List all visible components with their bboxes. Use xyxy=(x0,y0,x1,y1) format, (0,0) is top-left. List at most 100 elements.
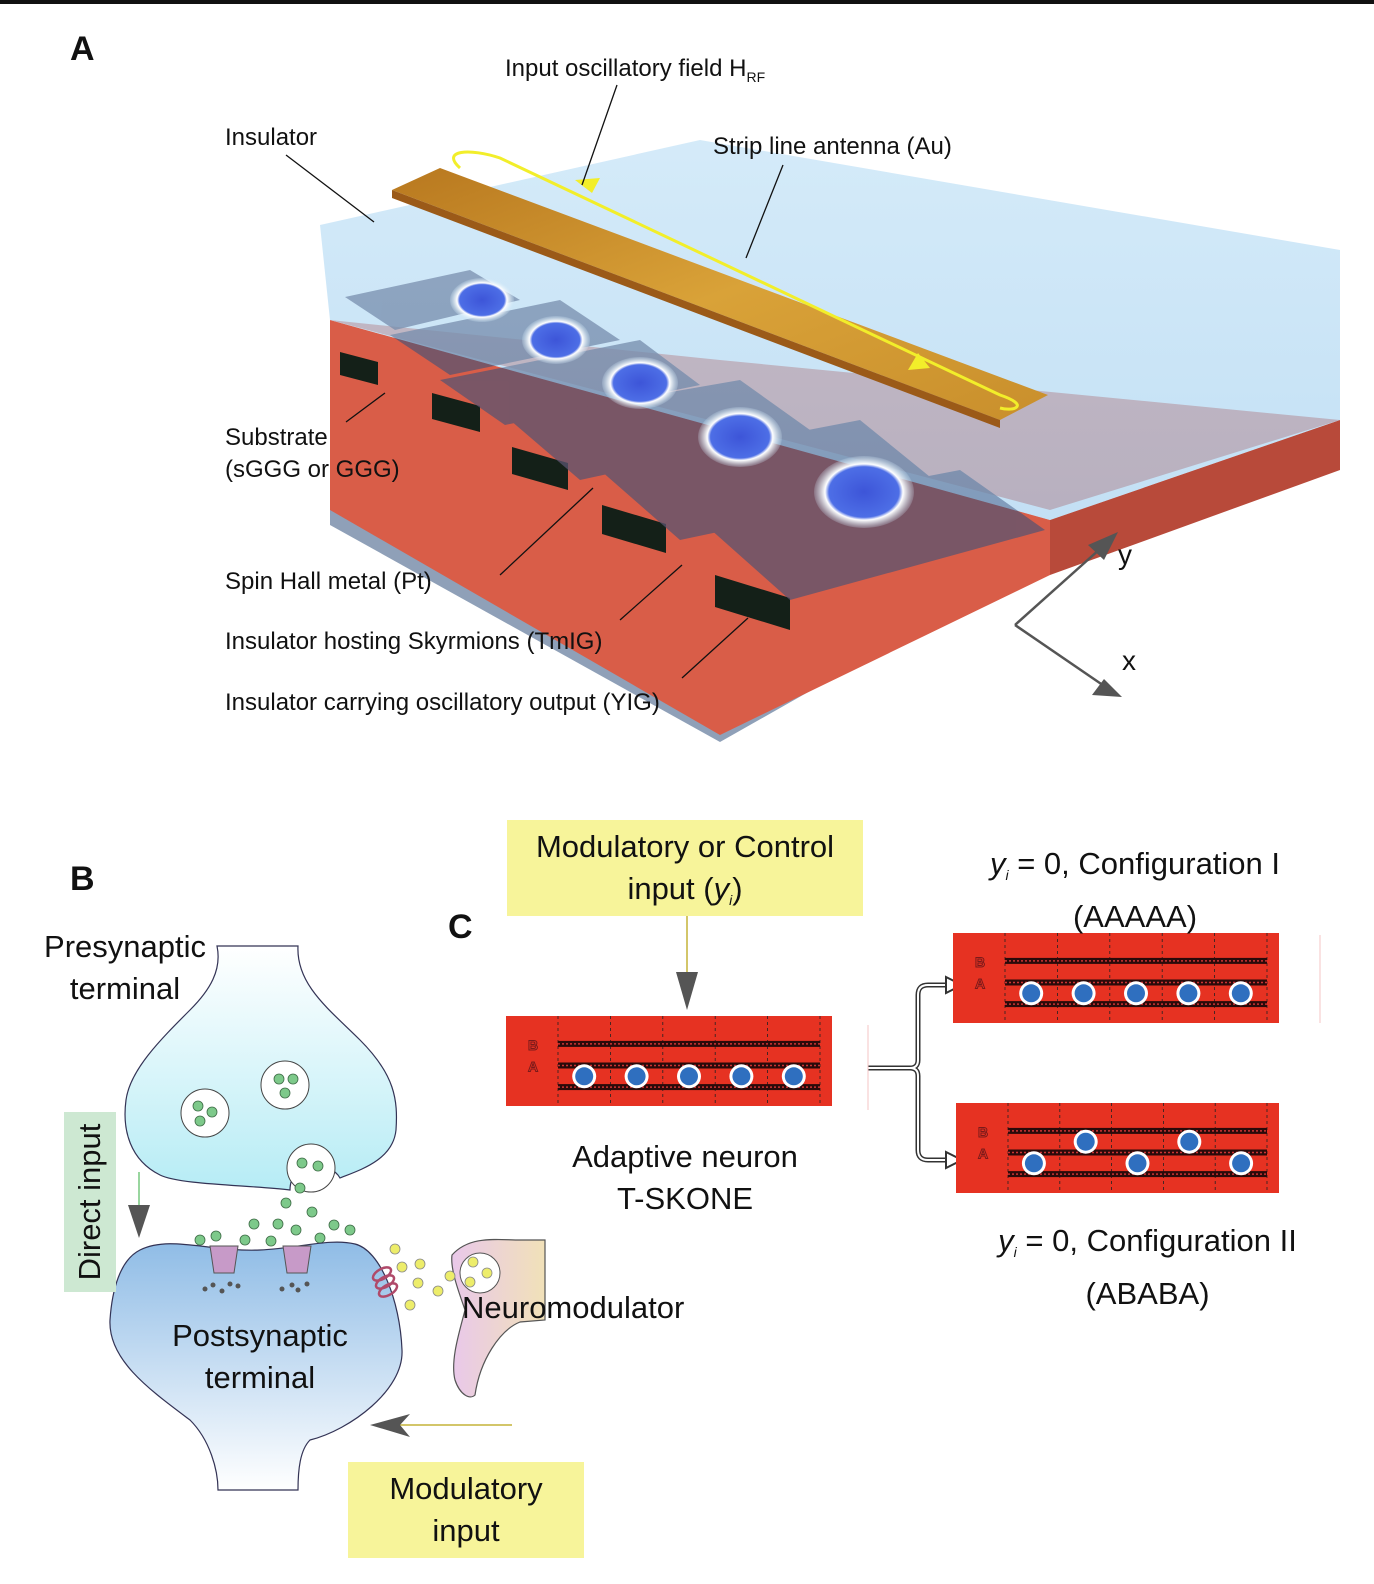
branch-connector-inner xyxy=(868,984,950,1161)
label-antenna: Strip line antenna (Au) xyxy=(713,133,952,160)
track-label-b: B xyxy=(975,954,985,970)
skyrmion xyxy=(814,456,914,528)
skyrmion xyxy=(1180,1132,1199,1151)
skyrmion xyxy=(627,1067,646,1086)
label-tmig: Insulator hosting Skyrmions (TmIG) xyxy=(225,628,603,655)
skyrmion xyxy=(680,1067,698,1086)
label-spin-hall: Spin Hall metal (Pt) xyxy=(225,568,432,595)
track-rail xyxy=(558,1040,820,1047)
label-config2: yi = 0, Configuration II (ABABA) xyxy=(960,1220,1335,1315)
panel-label-a: A xyxy=(70,30,95,68)
label-input-field: Input oscillatory field HRF xyxy=(505,55,766,85)
label-config1: yi = 0, Configuration I (AAAAA) xyxy=(960,843,1310,938)
receptors xyxy=(209,1245,312,1274)
hrf-arrowhead-icon xyxy=(575,178,600,193)
label-substrate-material: (sGGG or GGG) xyxy=(225,456,400,483)
postsynaptic-line1: Postsynaptic xyxy=(172,1318,348,1353)
skyrmion xyxy=(522,316,590,364)
track-label-a: A xyxy=(528,1059,538,1075)
electrode xyxy=(715,575,790,630)
track-label-b: B xyxy=(528,1037,538,1053)
track-label-b: B xyxy=(978,1124,988,1140)
skyrmion xyxy=(1024,1154,1043,1173)
strip-line-antenna xyxy=(392,168,1048,420)
skyrmion xyxy=(450,278,514,322)
skyrmions xyxy=(450,278,914,528)
skyrmion xyxy=(602,357,678,409)
x-axis-arrowhead-icon xyxy=(1092,679,1122,697)
skyrmion xyxy=(698,407,782,467)
control-box-line1: Modulatory or Control xyxy=(535,829,835,864)
config1-line2: (AAAAA) xyxy=(1072,899,1198,934)
modulatory-input-box: Modulatory input xyxy=(348,1462,584,1558)
skyrmion xyxy=(1231,984,1250,1003)
config2-line2: (ABABA) xyxy=(1085,1276,1210,1311)
label-insulator: Insulator xyxy=(225,124,318,151)
track-background xyxy=(953,933,1279,1023)
hrf-arrowhead-icon xyxy=(908,353,930,370)
modulatory-input-line1: Modulatory xyxy=(389,1471,543,1506)
skyrmion xyxy=(1022,984,1041,1003)
coordinate-axes xyxy=(1014,532,1122,697)
label-adaptive-neuron: Adaptive neuron T-SKONE xyxy=(560,1136,810,1220)
control-box-line2: input (yi) xyxy=(627,871,743,908)
skyrmion xyxy=(784,1067,803,1086)
hrf-field-loop xyxy=(452,150,1019,411)
electrode xyxy=(602,505,666,553)
top-border xyxy=(0,0,1374,4)
skyrmion xyxy=(575,1067,594,1086)
skyrmion xyxy=(1127,984,1145,1003)
modulatory-input-arrowhead-icon xyxy=(370,1414,410,1437)
modulatory-receptor-coil xyxy=(371,1266,399,1298)
panel-label-b: B xyxy=(70,860,95,898)
label-yig: Insulator carrying oscillatory output (Y… xyxy=(225,689,660,716)
electrode xyxy=(432,393,480,432)
presynaptic-line2: terminal xyxy=(69,971,181,1006)
skyrmion xyxy=(1128,1154,1147,1173)
direct-input-box: Direct input xyxy=(64,1112,116,1292)
track-label-a: A xyxy=(978,1146,988,1162)
config2-line1: yi = 0, Configuration II xyxy=(998,1223,1297,1260)
y-axis-arrowhead-icon xyxy=(1088,532,1118,560)
antenna-edge xyxy=(392,190,1000,428)
label-substrate: Substrate xyxy=(225,424,328,451)
label-postsynaptic: Postsynaptic terminal xyxy=(160,1315,360,1399)
neuron-line1: Adaptive neuron xyxy=(572,1139,798,1174)
track-label-a: A xyxy=(975,976,985,992)
leader-lines xyxy=(285,84,784,679)
panel-label-c: C xyxy=(448,908,473,946)
control-input-arrowhead-icon xyxy=(676,972,698,1010)
presynaptic-line1: Presynaptic xyxy=(44,929,206,964)
direct-input-arrowhead-icon xyxy=(128,1205,150,1238)
label-presynaptic: Presynaptic terminal xyxy=(30,926,220,1010)
ions xyxy=(202,1281,310,1294)
releasing-vesicle xyxy=(286,1143,336,1193)
neurotransmitters xyxy=(192,1073,356,1247)
track-background xyxy=(956,1103,1279,1193)
skyrmion xyxy=(1076,1132,1095,1151)
vesicle xyxy=(260,1060,310,1110)
electrode xyxy=(512,447,568,490)
track-background xyxy=(506,1016,832,1106)
branch-connector xyxy=(868,982,950,1163)
direct-input-label: Direct input xyxy=(72,1123,107,1281)
electrode xyxy=(340,352,378,385)
yig-side-face xyxy=(1050,420,1340,575)
postsynaptic-line2: terminal xyxy=(204,1360,316,1395)
skyrmion xyxy=(1179,984,1198,1003)
skyrmion xyxy=(1074,984,1093,1003)
axis-label-y: y xyxy=(1118,539,1132,570)
modulatory-input-line2: input xyxy=(432,1513,500,1548)
track-rail xyxy=(1005,957,1267,964)
axis-label-x: x xyxy=(1122,645,1136,676)
label-neuromodulator: Neuromodulator xyxy=(462,1290,685,1325)
vesicle xyxy=(180,1088,230,1138)
config1-line1: yi = 0, Configuration I xyxy=(989,846,1281,883)
device-illustration xyxy=(285,84,1340,742)
control-input-box: Modulatory or Control input (yi) xyxy=(507,820,863,916)
skyrmion xyxy=(732,1067,751,1086)
skyrmion xyxy=(1232,1154,1251,1173)
